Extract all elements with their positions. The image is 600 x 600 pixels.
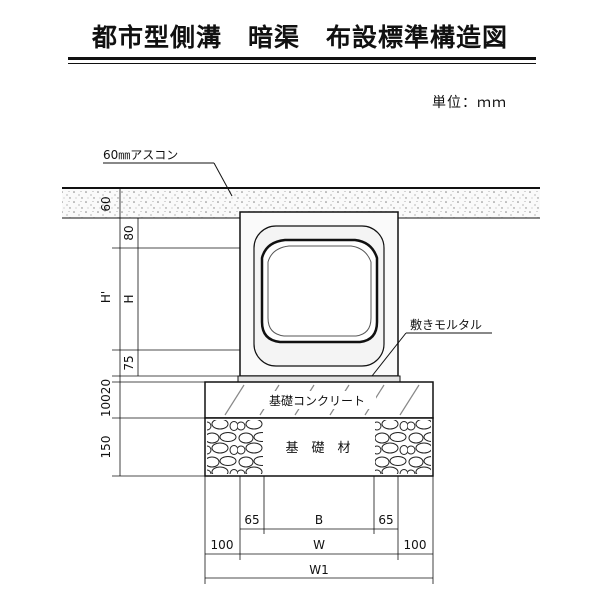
mortar-layer xyxy=(237,375,401,383)
base-material: 基 礎 材 xyxy=(204,417,434,477)
mortar-callout-label: 敷きモルタル xyxy=(410,317,482,332)
dim-mortar-concrete: 10020 xyxy=(99,379,113,417)
dim-wall-left: 65 xyxy=(244,513,259,527)
unit-label: 単位：ｍｍ xyxy=(432,95,507,111)
mortar-callout: 敷きモルタル xyxy=(371,317,492,377)
page-title: 都市型側溝 暗渠 布設標準構造図 xyxy=(91,23,508,52)
dim-outer-height: H' xyxy=(99,291,113,303)
bottom-dimension-labels: 65 B 65 100 W 100 W1 xyxy=(211,513,427,577)
dim-top-wall: 80 xyxy=(122,225,136,240)
dim-bottom-wall: 75 xyxy=(122,355,136,370)
base-material-label: 基 礎 材 xyxy=(285,441,350,456)
base-concrete: 基礎コンクリート xyxy=(204,381,434,419)
bottom-dimensions xyxy=(204,476,434,584)
title-rule-thin xyxy=(68,63,536,64)
left-dimension-labels: 60 80 H H' 75 10020 150 xyxy=(99,196,136,458)
dim-margin-right: 100 xyxy=(404,538,427,552)
asphalt-callout: 60㎜アスコン xyxy=(103,148,233,197)
culvert-box xyxy=(239,211,399,377)
left-dimensions xyxy=(112,187,240,477)
dim-wall-right: 65 xyxy=(378,513,393,527)
dim-margin-left: 100 xyxy=(211,538,234,552)
dim-inner-height: H xyxy=(122,294,136,303)
dim-total-width: W1 xyxy=(309,563,329,577)
title-rule-thick xyxy=(68,57,536,60)
dim-outer-width: W xyxy=(313,538,325,552)
dim-asphalt-thickness: 60 xyxy=(99,196,113,211)
dim-base-material: 150 xyxy=(99,436,113,459)
asphalt-callout-label: 60㎜アスコン xyxy=(103,148,178,162)
dim-inner-width: B xyxy=(315,513,323,527)
base-concrete-label: 基礎コンクリート xyxy=(269,394,365,408)
